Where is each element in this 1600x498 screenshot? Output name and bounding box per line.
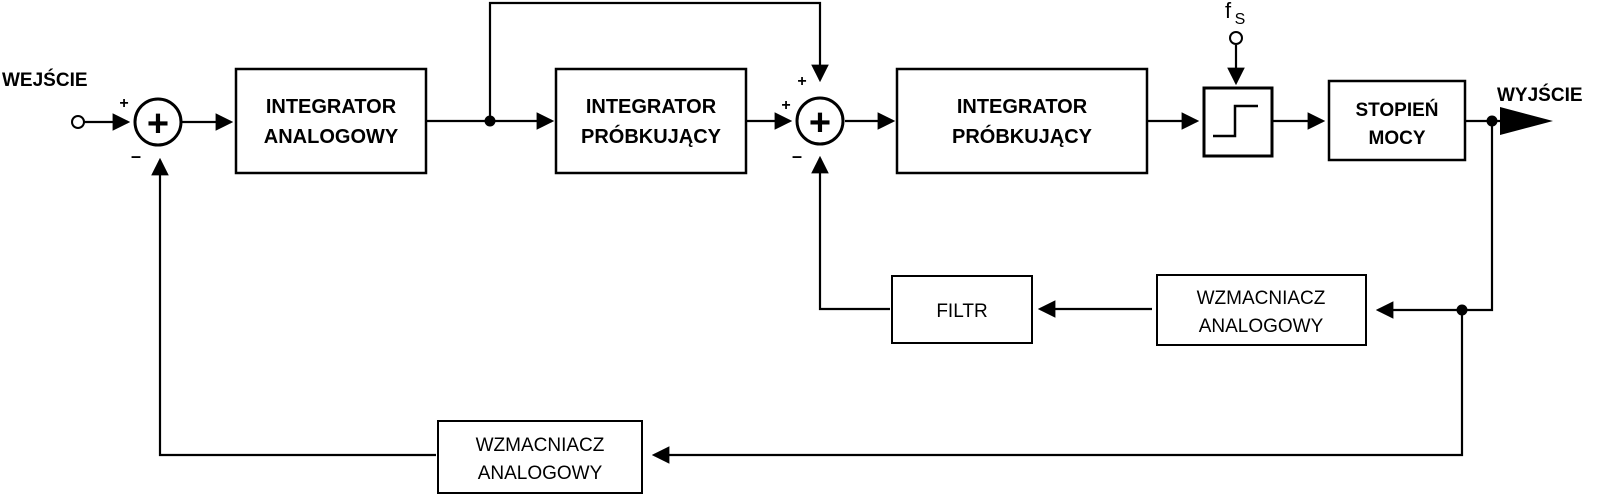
clock-label-sub: S [1235,11,1246,28]
block-label-line1: WZMACNIACZ [1197,288,1326,309]
block-label-line2: PRÓBKUJĄCY [581,124,722,148]
block-label-line1: FILTR [936,301,987,322]
wire-junction-amp-outer [651,310,1464,464]
clock-label-main: f [1225,0,1232,23]
input-label: WEJŚCIE [2,69,88,91]
block-label-line1: WZMACNIACZ [476,435,605,456]
clock-terminal-icon [1229,31,1243,45]
connections [84,1,1502,464]
block-label-line1: INTEGRATOR [266,96,397,118]
output-label: WYJŚCIE [1497,84,1583,106]
summing-junction-1: + [133,97,183,147]
junction-dot-icon [484,115,496,127]
wire-amp-outer-sum1 [151,157,436,457]
wire-output-amp-inner [1375,121,1494,319]
sum2-plus-left-sign: + [781,97,790,114]
step-function-icon [1213,104,1258,138]
wire-filter-sum2 [811,155,890,311]
junction-dot-icon [1486,115,1498,127]
block-label-line2: PRÓBKUJĄCY [952,124,1093,148]
block-integrator-analog: INTEGRATOR ANALOGOWY [234,67,428,175]
block-label-line2: ANALOGOWY [1199,316,1324,337]
sum-circle-icon [795,96,845,146]
sum-circle-icon [133,97,183,147]
sum1-symbol: + [147,103,169,145]
block-comparator [1202,86,1274,158]
block-filter: FILTR [891,275,1033,344]
block-label-line1: STOPIEŃ [1355,99,1438,121]
sum2-symbol: + [809,102,831,144]
sum1-plus-sign: + [119,95,128,112]
block-label-line1: INTEGRATOR [957,96,1088,118]
wire-bypass [488,1,829,121]
input-terminal-icon [71,115,85,129]
block-label-line2: ANALOGOWY [264,126,399,148]
block-power-stage: STOPIEŃ MOCY [1327,79,1467,162]
junction-dot-icon [1456,304,1468,316]
sum2-minus-sign: – [792,146,802,166]
summing-junction-2: + [795,96,845,146]
block-amp-inner: WZMACNIACZ ANALOGOWY [1156,274,1367,346]
block-amp-outer: WZMACNIACZ ANALOGOWY [437,420,643,494]
block-integrator-sampling-1: INTEGRATOR PRÓBKUJĄCY [554,67,748,175]
block-label-line1: INTEGRATOR [586,96,717,118]
block-label-line2: ANALOGOWY [478,463,603,484]
output-arrow-icon [1500,107,1553,135]
sum2-plus-top-sign: + [797,73,806,90]
sum1-minus-sign: – [131,146,141,166]
block-label-line2: MOCY [1369,128,1426,149]
block-integrator-sampling-2: INTEGRATOR PRÓBKUJĄCY [895,67,1149,175]
